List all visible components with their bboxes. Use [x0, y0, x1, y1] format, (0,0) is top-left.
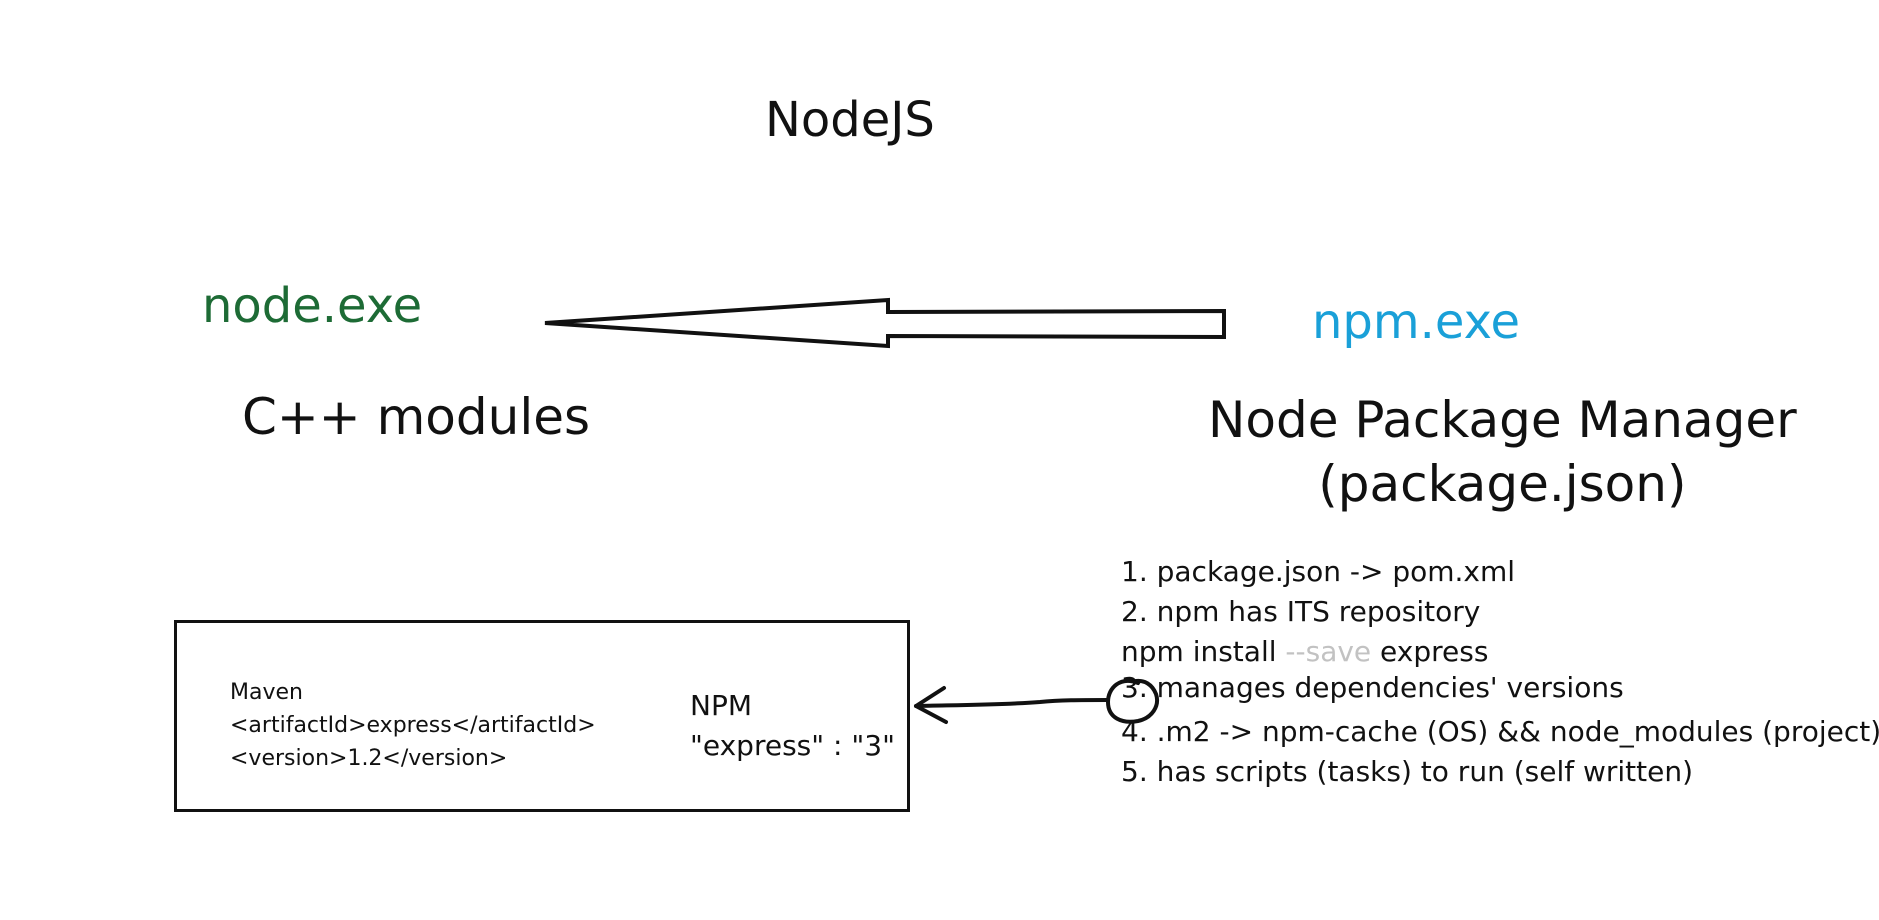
note-1: 1. package.json -> pom.xml	[1121, 555, 1516, 588]
cpp-modules-label: C++ modules	[242, 388, 591, 446]
maven-vs-npm-box	[174, 620, 910, 812]
note-2: 2. npm has ITS repository	[1121, 595, 1481, 628]
connector-line	[914, 698, 1110, 708]
hollow-arrow-shape	[544, 297, 1226, 349]
node-exe-label: node.exe	[202, 278, 423, 334]
maven-block: Maven <artifactId>express</artifactId> <…	[230, 676, 596, 775]
maven-artifact-line: <artifactId>express</artifactId>	[230, 713, 596, 738]
npm-block: NPM "express" : "3"	[690, 686, 895, 766]
npm-dependency-line: "express" : "3"	[690, 729, 895, 762]
package-name: express	[1371, 635, 1489, 668]
maven-label: Maven	[230, 680, 303, 705]
note-5: 5. has scripts (tasks) to run (self writ…	[1121, 755, 1694, 788]
circle-mark	[1105, 678, 1159, 724]
maven-version-line: <version>1.2</version>	[230, 746, 508, 771]
npm-description: Node Package Manager (package.json)	[1208, 388, 1797, 516]
save-flag: --save	[1285, 635, 1372, 668]
diagram-title: NodeJS	[765, 92, 935, 148]
npm-description-line2: (package.json)	[1318, 455, 1687, 513]
npm-description-line1: Node Package Manager	[1208, 391, 1797, 449]
npm-exe-label: npm.exe	[1312, 294, 1521, 350]
npm-label: NPM	[690, 689, 752, 722]
note-2-command: npm install --save express	[1121, 632, 1879, 672]
note-3: 3. manages dependencies' versions	[1121, 671, 1624, 704]
connector-arrowhead	[914, 686, 948, 724]
npm-notes-list: 1. package.json -> pom.xml 2. npm has IT…	[1121, 552, 1879, 792]
npm-install-command: npm install	[1121, 635, 1286, 668]
note-4: 4. .m2 -> npm-cache (OS) && node_modules…	[1121, 715, 1879, 748]
